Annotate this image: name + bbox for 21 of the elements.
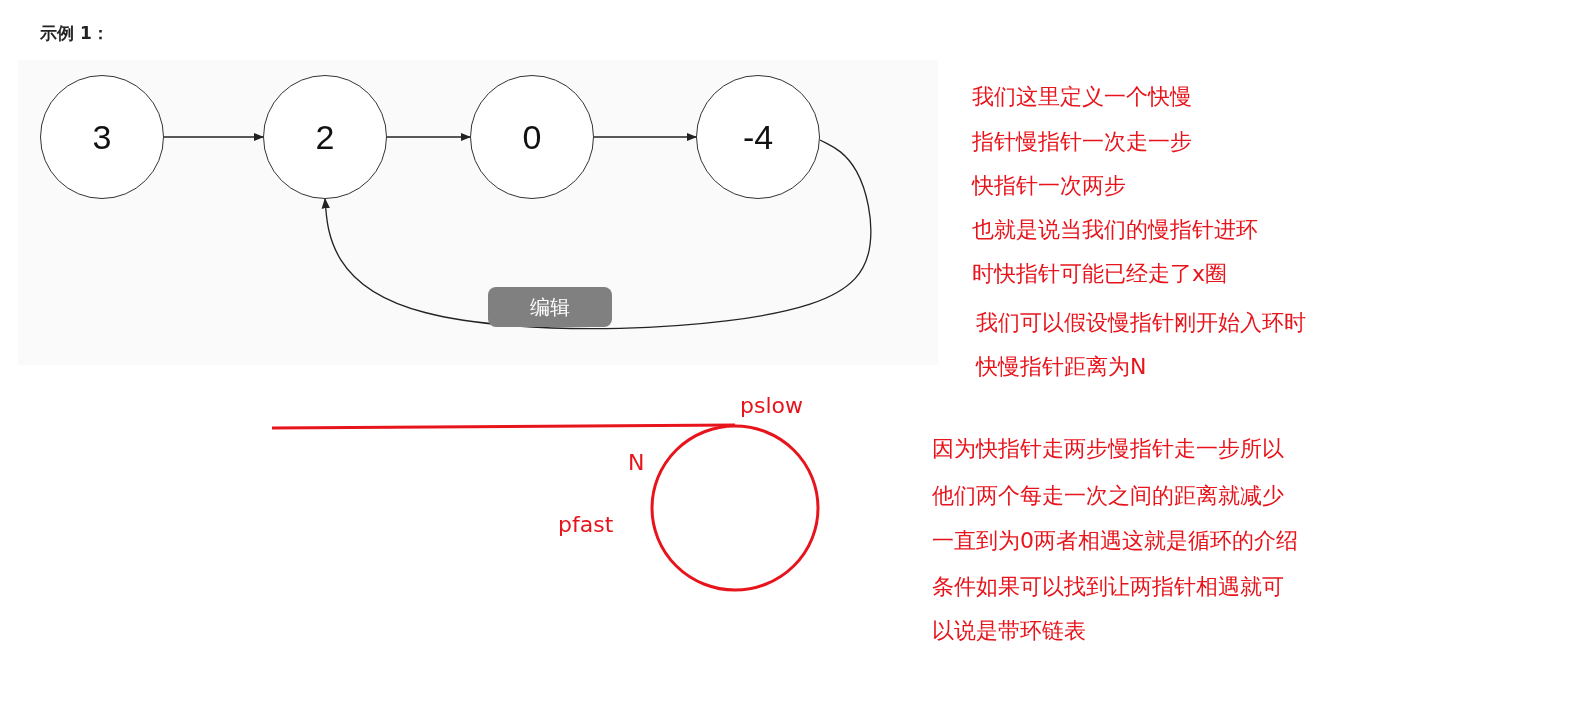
arrow [163,132,265,142]
example-title: 示例 1： [40,22,109,45]
note-text: 我们这里定义一个快慢 [972,86,1192,108]
note-text: 以说是带环链表 [932,620,1086,642]
note-text: 他们两个每走一次之间的距离就减少 [932,485,1284,507]
note-text: 条件如果可以找到让两指针相遇就可 [932,576,1284,598]
note-text: 我们可以假设慢指针刚开始入环时 [976,312,1306,334]
note-text: 快慢指针距离为N [976,356,1147,378]
pointer-label: pslow [740,395,803,417]
edit-button: 编辑 [488,287,612,327]
arrow [386,132,472,142]
note-text: 指针慢指针一次走一步 [972,131,1192,153]
note-text: 快指针一次两步 [972,175,1126,197]
note-text: 因为快指针走两步慢指针走一步所以 [932,438,1284,460]
note-text: 也就是说当我们的慢指针进环 [972,219,1258,241]
arrow [321,139,872,330]
note-text: 时快指针可能已经走了x圈 [972,263,1228,285]
note-text: 一直到为0两者相遇这就是循环的介绍 [932,530,1298,552]
arrow [593,132,698,142]
distance-label: N [628,452,645,474]
pointer-label: pfast [558,514,614,536]
